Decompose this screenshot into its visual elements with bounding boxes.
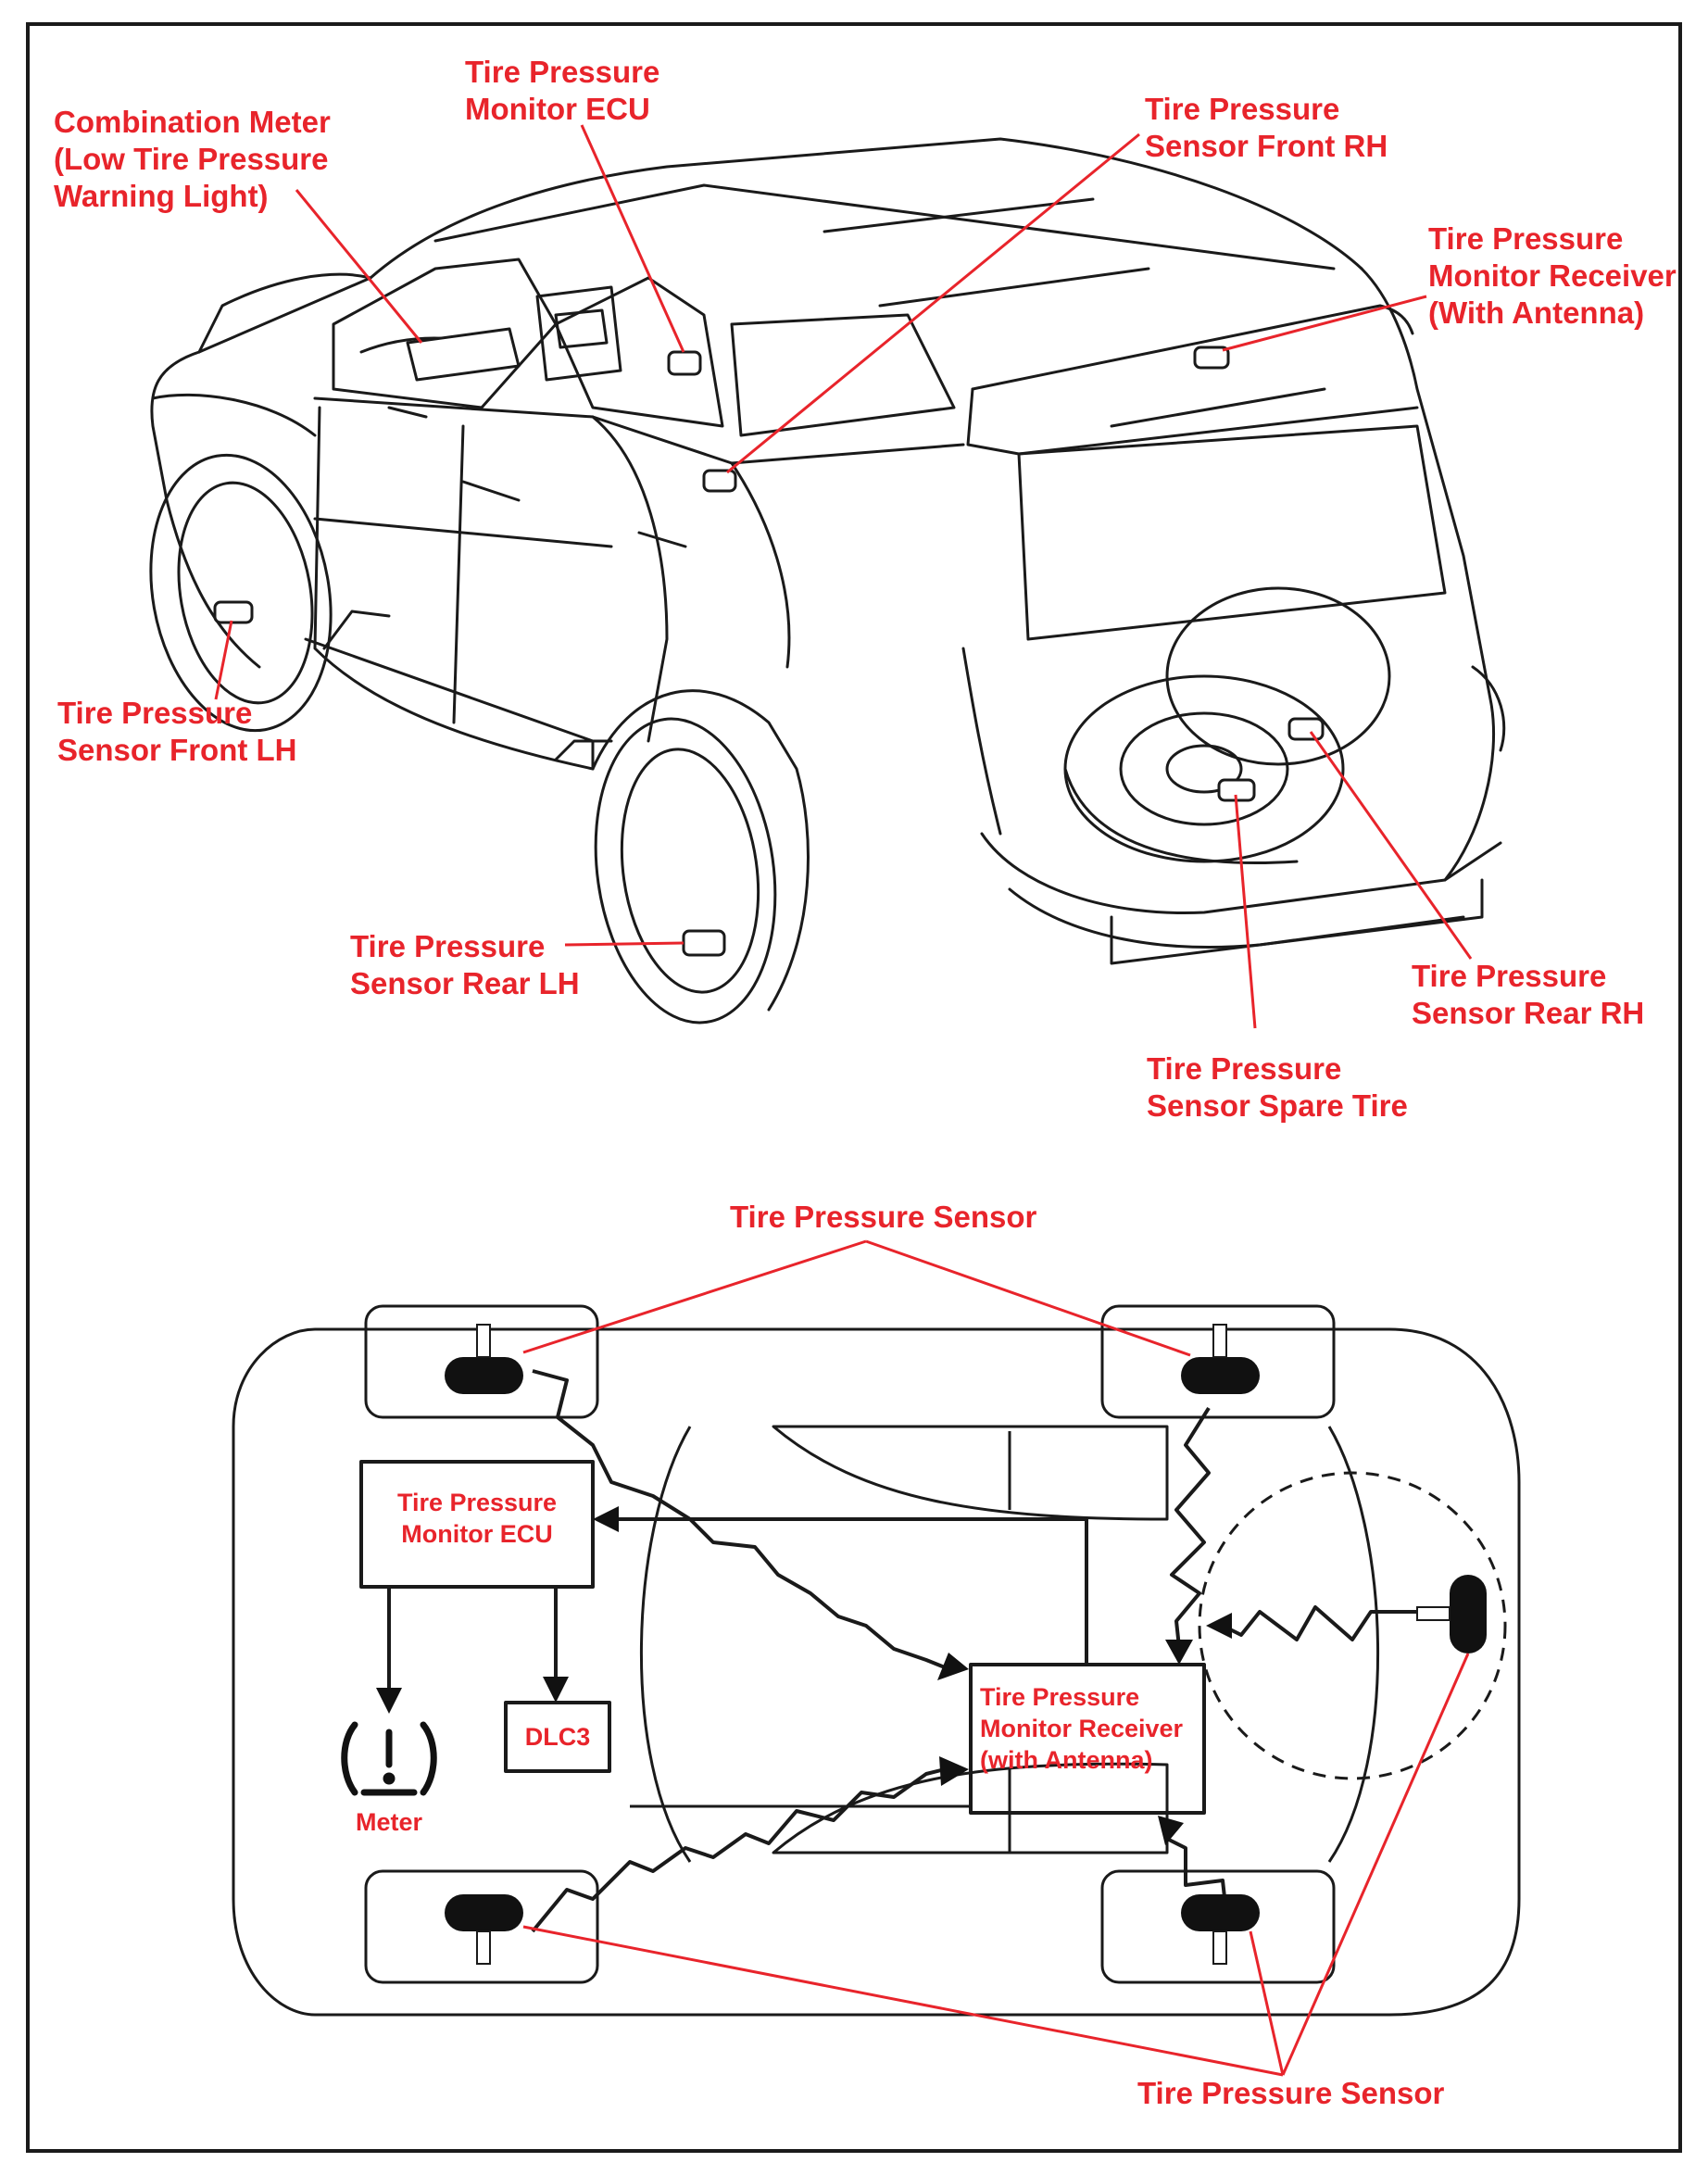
- sensor-rear-left: [1181, 1324, 1260, 1394]
- spare-tire-area: [1198, 1471, 1507, 1780]
- label-sensor-front-lh: Tire Pressure Sensor Front LH: [57, 696, 297, 767]
- rf-link-spare: [1222, 1605, 1417, 1641]
- car-outline: [232, 1327, 1521, 2017]
- label-monitor-ecu: Tire Pressure Monitor ECU: [465, 55, 660, 126]
- arrow-rx-front-right: [939, 1756, 969, 1786]
- arrowheads: [376, 1506, 1232, 1845]
- ecu-box-label: Tire Pressure Monitor ECU: [396, 1489, 558, 1548]
- tire-pressure-warning-icon: [341, 1721, 437, 1796]
- receiver-box-label: Tire Pressure Monitor Receiver (with Ant…: [980, 1683, 1184, 1774]
- rf-link-front-left: [532, 1369, 946, 1669]
- wheel-well-front-right: [364, 1869, 599, 1984]
- sensor-capsules: [445, 1324, 1487, 1965]
- label-sensor-front-rh: Tire Pressure Sensor Front RH: [1145, 92, 1388, 163]
- vehicle-sensor-marks: [213, 327, 1325, 957]
- label-sensor-top: Tire Pressure Sensor: [730, 1200, 1037, 1234]
- sensor-spare: [1416, 1575, 1487, 1653]
- arrow-to-ecu: [593, 1506, 619, 1532]
- label-monitor-receiver: Tire Pressure Monitor Receiver (With Ant…: [1428, 221, 1677, 330]
- label-sensor-rear-lh: Tire Pressure Sensor Rear LH: [350, 929, 580, 1000]
- wheel-well-front-left: [364, 1304, 599, 1419]
- top-leader-lines: [214, 124, 1473, 1029]
- wheel-well-rear-right: [1100, 1869, 1336, 1984]
- meter-label: Meter: [355, 1808, 423, 1836]
- dlc3-label: DLC3: [524, 1723, 591, 1751]
- diagram-frame: [26, 22, 1682, 2153]
- sensor-rear-right: [1181, 1894, 1260, 1965]
- arrow-rx-front-left: [937, 1653, 969, 1680]
- label-combination-meter: Combination Meter (Low Tire Pressure War…: [54, 105, 331, 213]
- sensor-front-left: [445, 1324, 523, 1394]
- receiver-mark: [1193, 346, 1230, 370]
- front-lh-mark: [213, 600, 254, 624]
- arrow-to-dlc3: [543, 1677, 569, 1703]
- rear-lh-mark: [682, 929, 726, 957]
- label-sensor-rear-rh: Tire Pressure Sensor Rear RH: [1412, 959, 1645, 1030]
- vehicle-illustration: [149, 137, 1506, 1025]
- sensor-front-right: [445, 1894, 523, 1965]
- rf-link-front-right: [531, 1767, 946, 1933]
- arrow-rx-rear-right: [1158, 1816, 1184, 1845]
- ecu-box-frame: [359, 1460, 595, 1589]
- front-rh-mark: [702, 469, 737, 493]
- arrow-to-meter: [376, 1688, 402, 1714]
- ecu-mark: [667, 350, 702, 376]
- arrow-rx-spare: [1206, 1613, 1232, 1639]
- bottom-leader-lines: [522, 1239, 1470, 2077]
- rf-link-rear-left: [1170, 1406, 1211, 1648]
- rear-rh-mark: [1287, 717, 1325, 741]
- dlc3-box-frame: [504, 1701, 611, 1773]
- arrow-rx-rear-left: [1165, 1640, 1193, 1665]
- meter-mark: [406, 327, 521, 382]
- label-sensor-bottom: Tire Pressure Sensor: [1137, 2076, 1445, 2110]
- label-sensor-spare: Tire Pressure Sensor Spare Tire: [1147, 1051, 1408, 1123]
- wheel-well-rear-left: [1100, 1304, 1336, 1419]
